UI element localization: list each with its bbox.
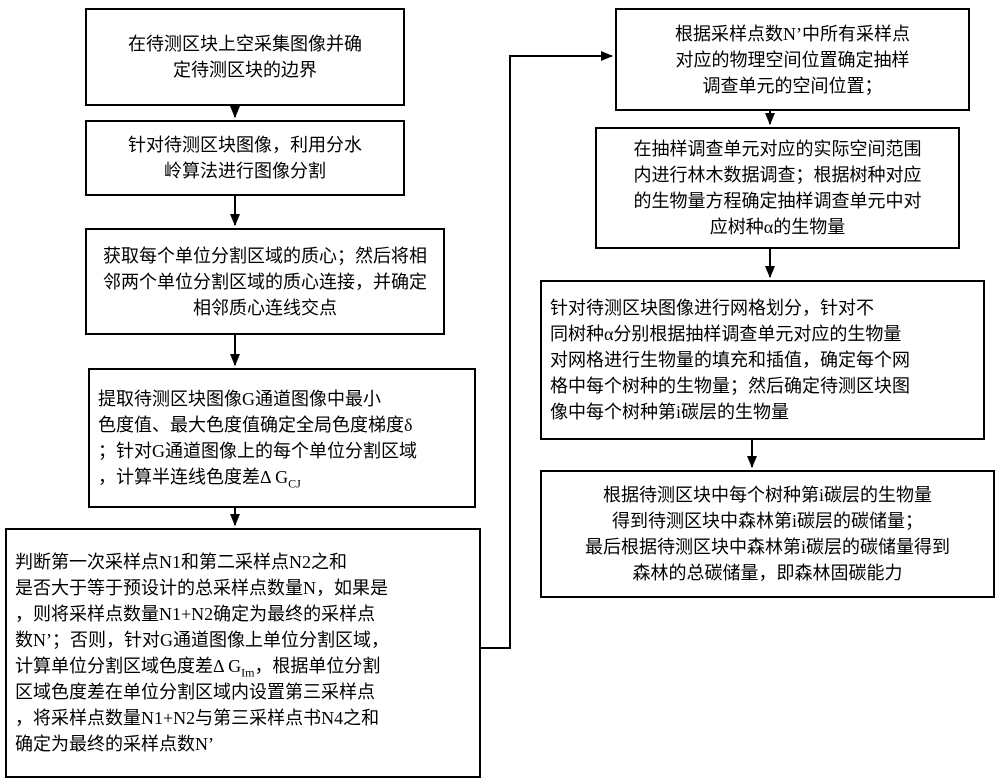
step-text: 根据采样点数N’中所有采样点 对应的物理空间位置确定抽样 调查单元的空间位置； — [675, 23, 910, 96]
step-forest-survey-biomass: 在抽样调查单元对应的实际空间范围 内进行林木数据调查；根据树种对应 的生物量方程… — [595, 127, 960, 249]
step-text-part2: ，根据单位分割 区域色度差在单位分割区域内设置第三采样点 ，将采样点数量N1+N… — [15, 656, 381, 754]
step-chroma-gradient-calculation: 提取待测区块图像G通道图像中最小 色度值、最大色度值确定全局色度梯度δ ；针对G… — [88, 368, 476, 508]
step-capture-image-define-boundary: 在待测区块上空采集图像并确 定待测区块的边界 — [85, 8, 405, 106]
step-text: 根据待测区块中每个树种第i碳层的生物量 得到待测区块中森林第i碳层的碳储量； 最… — [585, 485, 950, 583]
step-text: 在待测区块上空采集图像并确 定待测区块的边界 — [128, 34, 362, 80]
step-sampling-unit-spatial-position: 根据采样点数N’中所有采样点 对应的物理空间位置确定抽样 调查单元的空间位置； — [615, 8, 970, 111]
step-grid-biomass-interpolation: 针对待测区块图像进行网格划分，针对不 同树种α分别根据抽样调查单元对应的生物量 … — [540, 280, 985, 440]
step-sampling-point-decision: 判断第一次采样点N1和第二采样点N2之和 是否大于等于预设计的总采样点数量N，如… — [5, 528, 481, 778]
step-text-main: 提取待测区块图像G通道图像中最小 色度值、最大色度值确定全局色度梯度δ ；针对G… — [98, 389, 417, 487]
step-centroid-connection: 获取每个单位分割区域的质心；然后将相 邻两个单位分割区域的质心连接，并确定 相邻… — [85, 228, 445, 335]
step-text: 提取待测区块图像G通道图像中最小 色度值、最大色度值确定全局色度梯度δ ；针对G… — [98, 386, 417, 490]
step-text: 针对待测区块图像，利用分水 岭算法进行图像分割 — [128, 135, 362, 181]
step-text: 针对待测区块图像进行网格划分，针对不 同树种α分别根据抽样调查单元对应的生物量 … — [550, 298, 910, 422]
subscript-im: Im — [241, 665, 255, 680]
step-text: 在抽样调查单元对应的实际空间范围 内进行林木数据调查；根据树种对应 的生物量方程… — [633, 139, 922, 237]
step-text: 判断第一次采样点N1和第二采样点N2之和 是否大于等于预设计的总采样点数量N，如… — [15, 549, 389, 757]
step-watershed-segmentation: 针对待测区块图像，利用分水 岭算法进行图像分割 — [85, 120, 405, 196]
step-text-part1: 判断第一次采样点N1和第二采样点N2之和 是否大于等于预设计的总采样点数量N，如… — [15, 552, 389, 676]
step-text: 获取每个单位分割区域的质心；然后将相 邻两个单位分割区域的质心连接，并确定 相邻… — [103, 245, 427, 318]
subscript-cj: CJ — [288, 476, 301, 491]
step-carbon-storage-calculation: 根据待测区块中每个树种第i碳层的生物量 得到待测区块中森林第i碳层的碳储量； 最… — [540, 470, 995, 598]
